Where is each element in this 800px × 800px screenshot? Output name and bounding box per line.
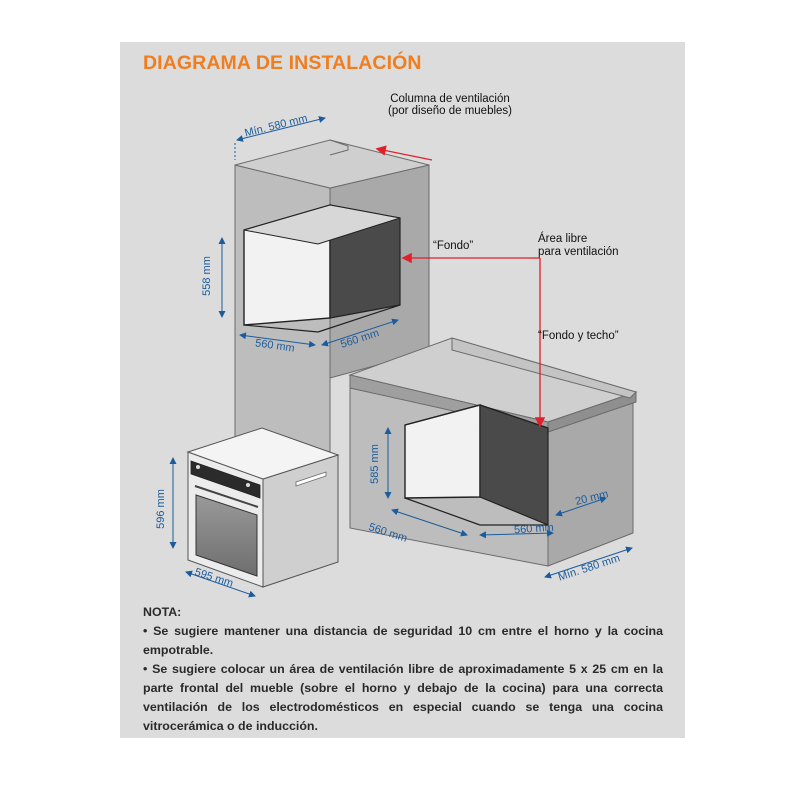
ventilation-column-label-line1: Columna de ventilación: [390, 93, 510, 105]
ventilation-column-label: Columna de ventilación (por diseño de mu…: [370, 93, 530, 117]
oven: [186, 427, 340, 588]
free-area-label-line2: para ventilación: [538, 246, 619, 258]
free-area-label-line1: Área libre: [538, 233, 588, 245]
ventilation-column-label-line2: (por diseño de muebles): [387, 105, 512, 117]
dim-oven-height: 596 mm: [154, 489, 167, 529]
dim-counter-height: 585 mm: [368, 444, 381, 484]
ventilation-arrows: [375, 145, 546, 428]
page-title: DIAGRAMA DE INSTALACIÓN: [143, 52, 422, 74]
fondo-techo-label: “Fondo y techo”: [538, 330, 619, 342]
note-item: • Se sugiere mantener una distancia de s…: [143, 624, 663, 657]
notes-heading: NOTA:: [143, 605, 182, 619]
fondo-label: “Fondo”: [433, 240, 474, 252]
dimension-lines: [169, 116, 633, 598]
dim-column-height: 558 mm: [200, 256, 213, 296]
notes-section: NOTA: • Se sugiere mantener una distanci…: [143, 603, 663, 736]
free-area-label: Área libre para ventilación: [538, 233, 619, 259]
note-item: • Se sugiere colocar un área de ventilac…: [143, 662, 663, 733]
